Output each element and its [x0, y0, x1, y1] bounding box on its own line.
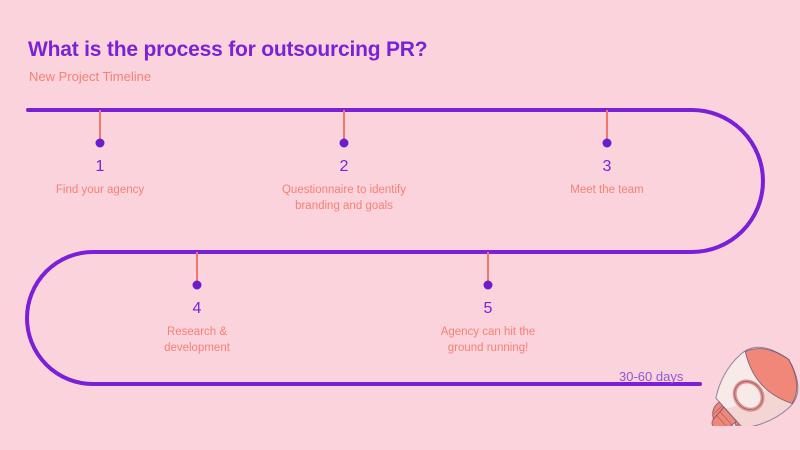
- page-title: What is the process for outsourcing PR?: [28, 38, 428, 61]
- rocket-icon: [711, 346, 799, 426]
- step-label: Research &development: [164, 326, 230, 354]
- step-stem: [487, 252, 489, 285]
- step-number: 1: [95, 158, 105, 175]
- page-subtitle: New Project Timeline: [29, 69, 152, 84]
- step-dot[interactable]: [602, 138, 612, 148]
- step-dot[interactable]: [192, 280, 202, 290]
- step-stem: [196, 252, 198, 285]
- step-dot[interactable]: [95, 138, 105, 148]
- step-stem: [343, 110, 345, 143]
- step-stem: [606, 110, 608, 143]
- duration-label: 30-60 days: [619, 369, 684, 384]
- step-number: 2: [339, 158, 349, 175]
- step-dot[interactable]: [339, 138, 349, 148]
- step-dot[interactable]: [483, 280, 493, 290]
- step-label: Find your agency: [55, 184, 145, 196]
- step-stem: [99, 110, 101, 143]
- step-number: 3: [602, 158, 612, 175]
- step-number: 5: [483, 300, 493, 317]
- step-number: 4: [192, 300, 202, 317]
- step-label: Meet the team: [570, 184, 644, 196]
